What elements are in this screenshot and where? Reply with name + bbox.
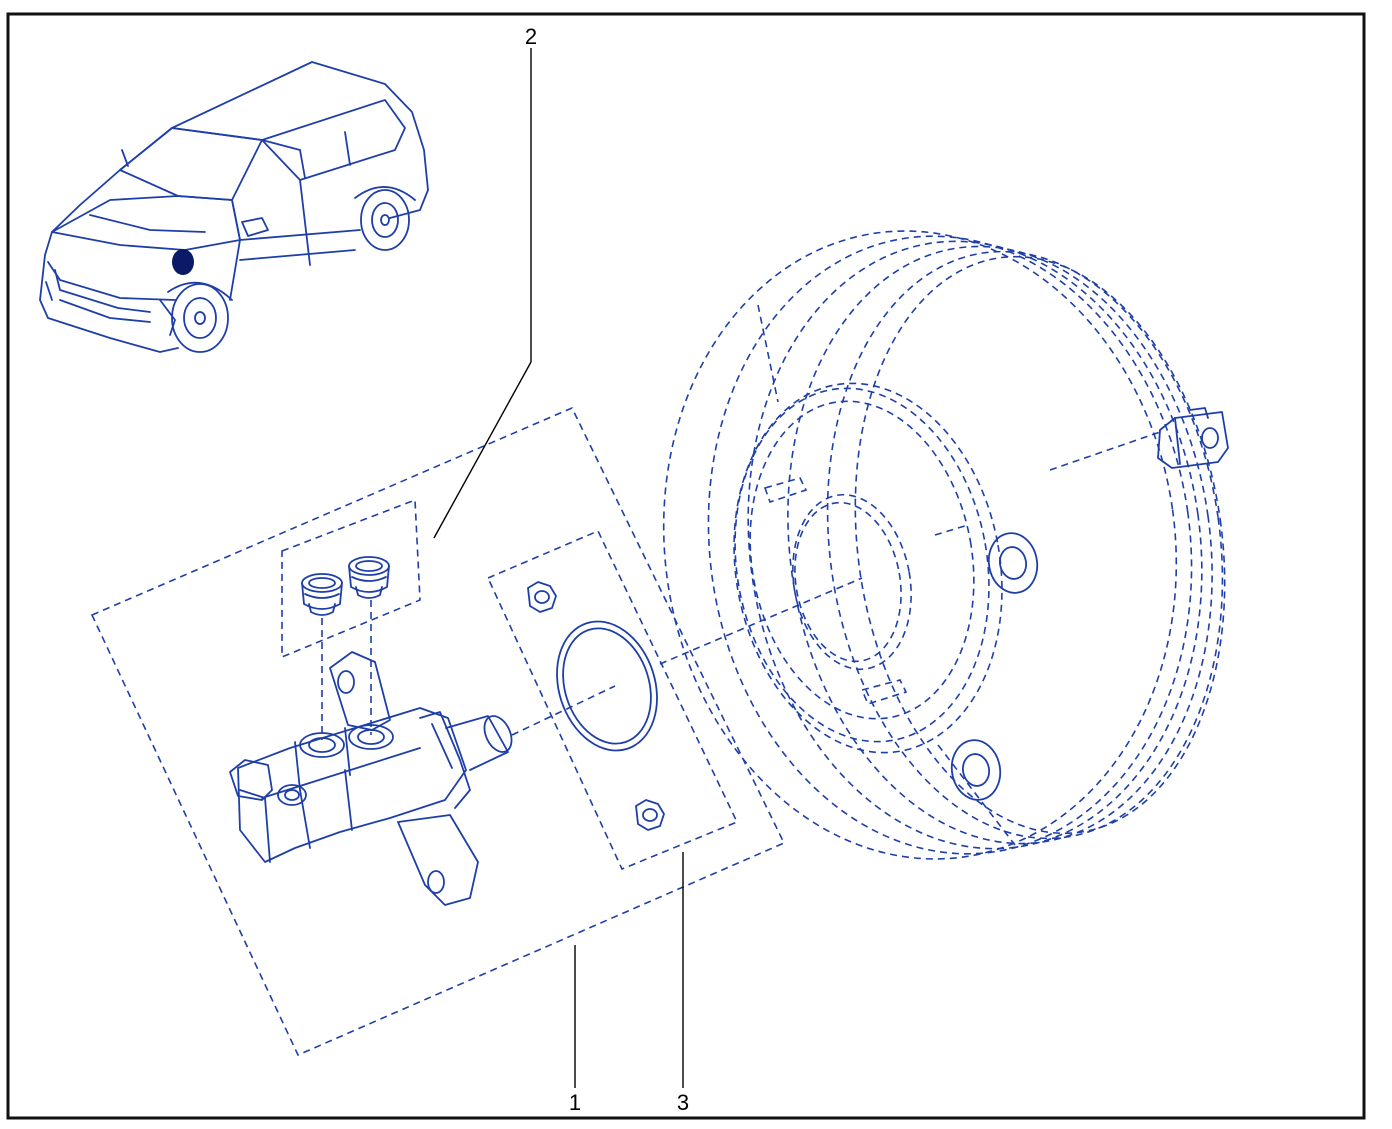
- assembly-axis-line: [511, 685, 616, 736]
- seal-plug-group-box: [281, 498, 421, 659]
- component-location-marker: [172, 249, 194, 275]
- callout-label-2: 2: [525, 24, 537, 49]
- diagram-frame: [6, 12, 1366, 1120]
- booster-mount-nuts: [950, 532, 1039, 801]
- master-cylinder-assembly-box: [90, 406, 786, 1057]
- callout-label-3: 3: [677, 1090, 689, 1115]
- reservoir-seal-icon: [301, 556, 390, 616]
- callout-leaders: [433, 48, 684, 1088]
- suv-vehicle-icon: [39, 61, 429, 353]
- hex-nut-icon: [527, 581, 665, 831]
- pushrod-axis-line: [1049, 431, 1161, 471]
- brake-booster-icon: [662, 230, 1226, 860]
- callout-label-1: 1: [569, 1090, 581, 1115]
- assembly-axis-line-2: [659, 577, 863, 665]
- o-ring-seal-icon: [556, 620, 658, 752]
- fastener-group-box: [486, 529, 739, 871]
- brake-master-cylinder-icon: [229, 651, 513, 906]
- pushrod-clevis-icon: [1157, 407, 1229, 469]
